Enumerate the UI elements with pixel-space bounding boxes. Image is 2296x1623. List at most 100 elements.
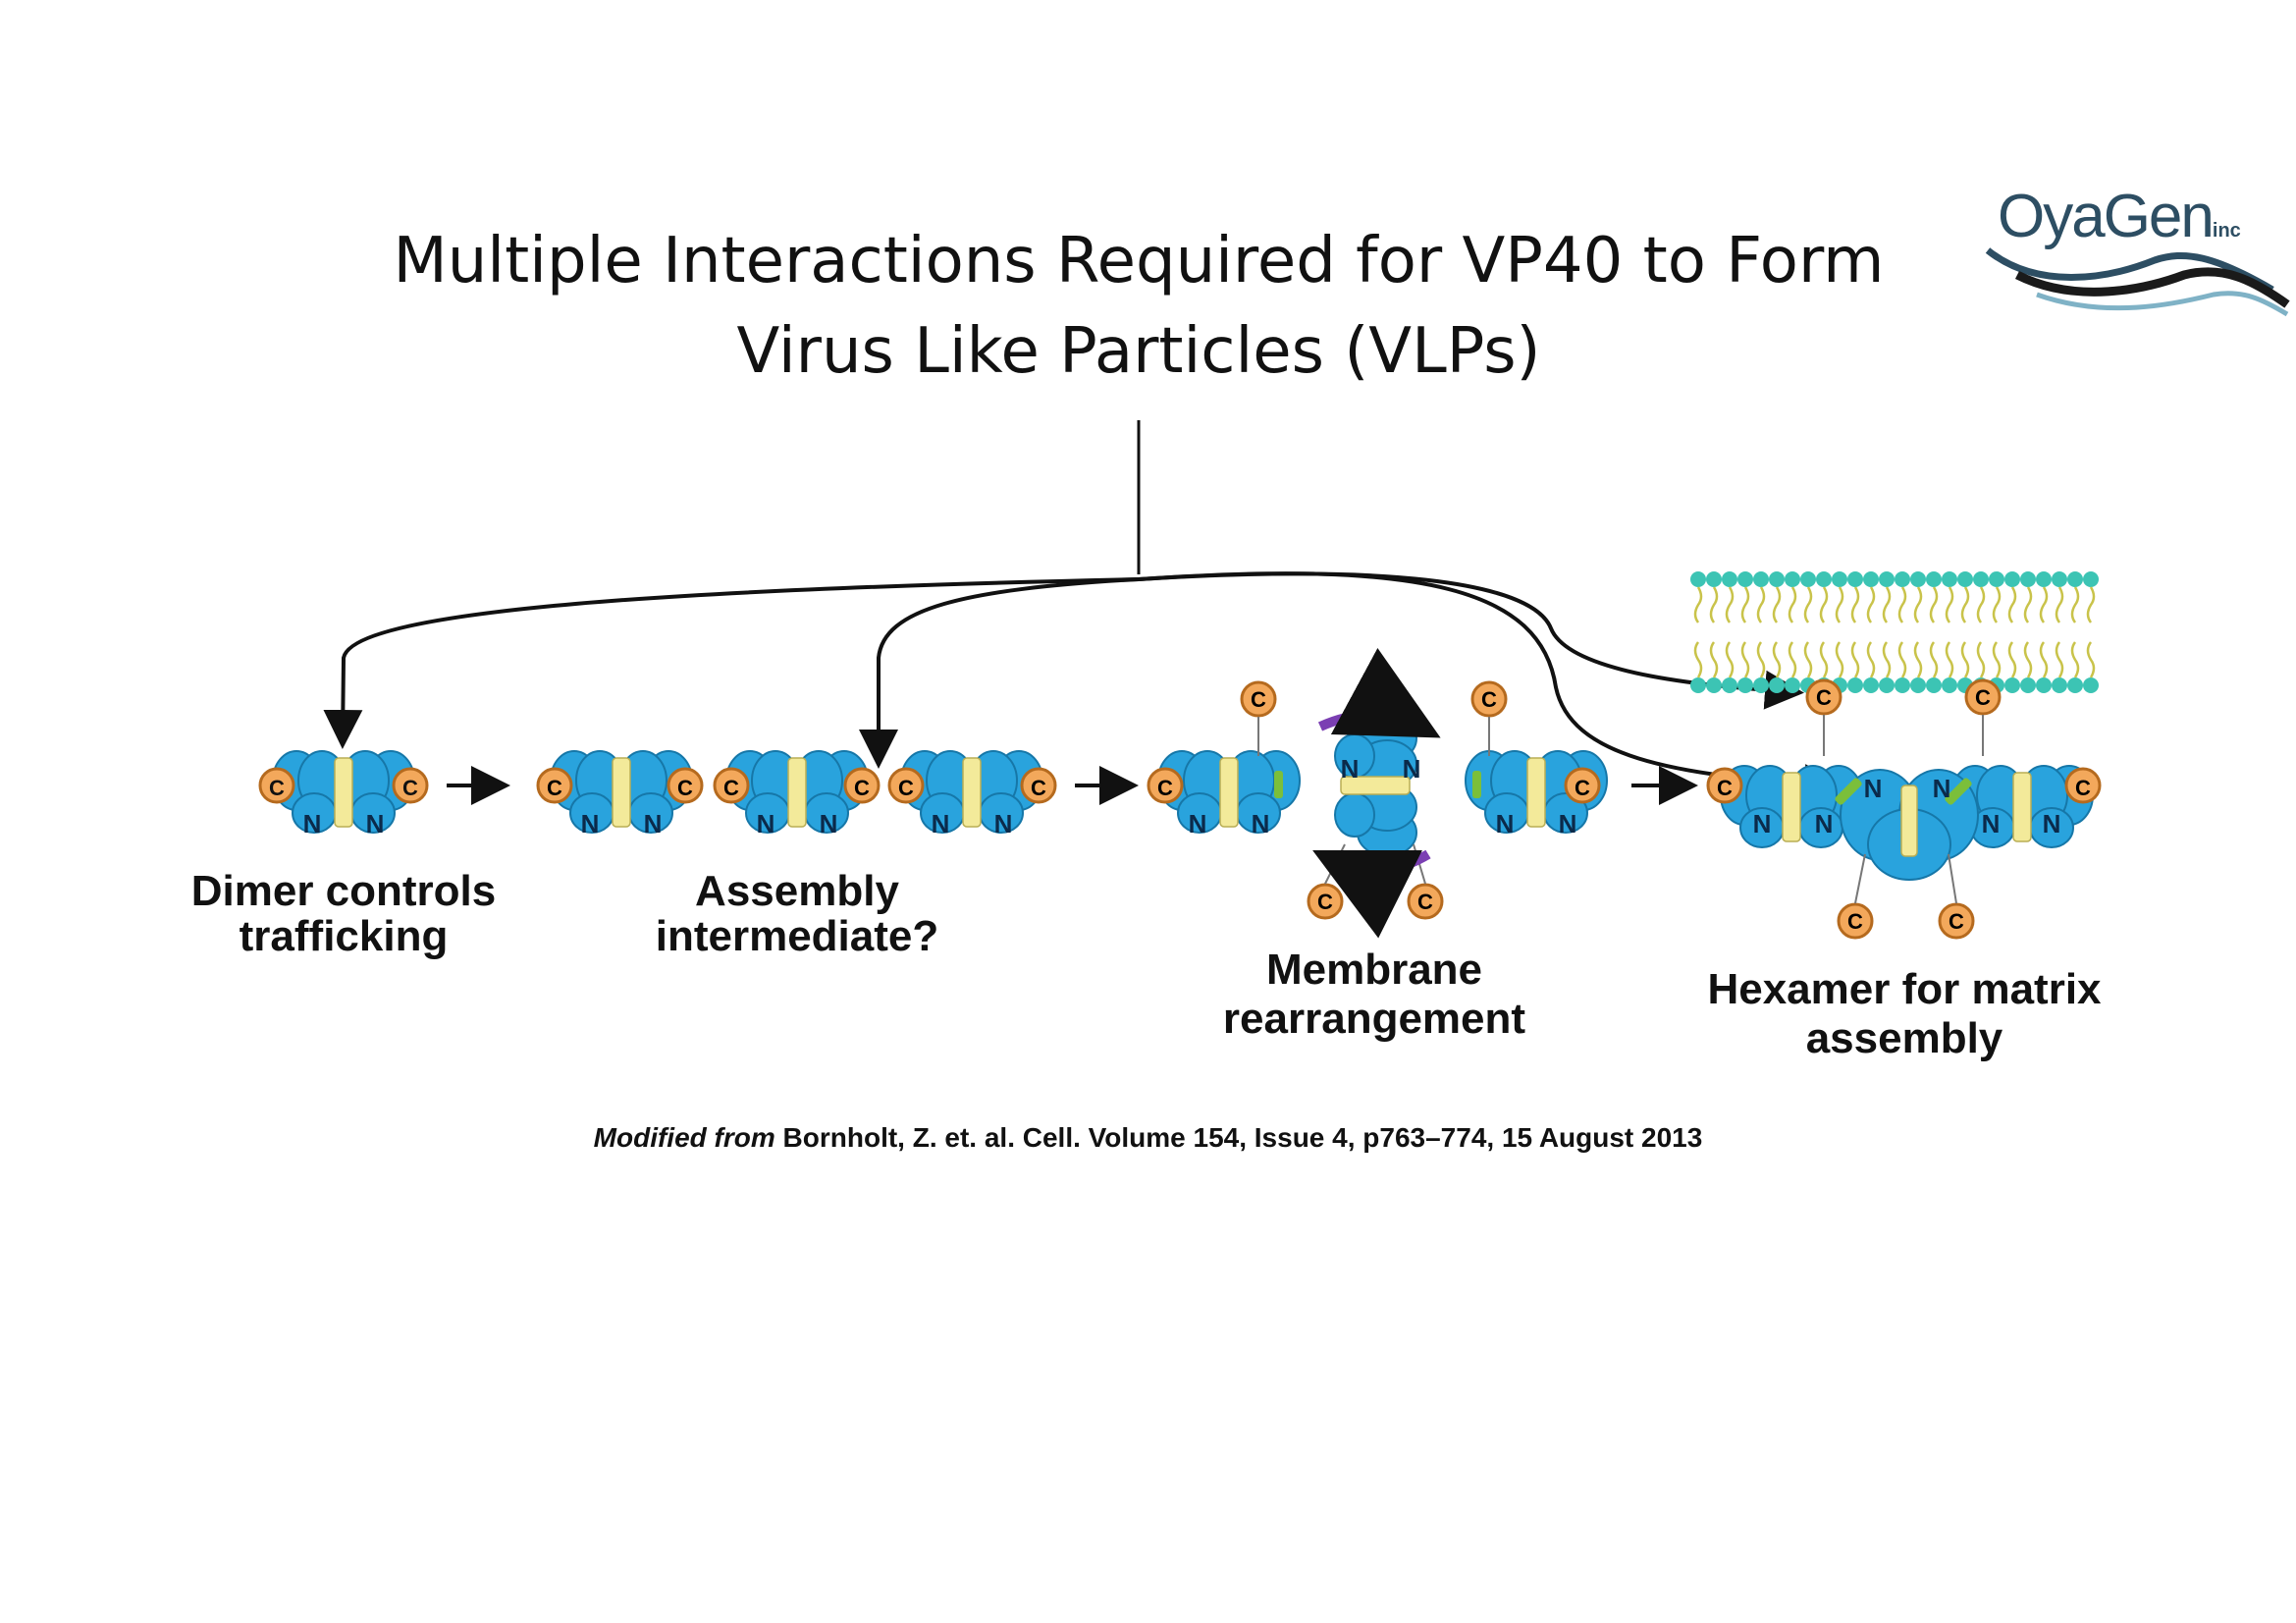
- lipid-head: [2067, 677, 2083, 693]
- lipid-head: [1989, 571, 2004, 587]
- lipid-head: [1690, 677, 1706, 693]
- lipid-head: [1879, 677, 1895, 693]
- lipid-head: [1895, 677, 1910, 693]
- lipid-tail: [1866, 586, 1876, 623]
- lipid-tail: [1835, 641, 1844, 678]
- stage-membrane-rearrangement: C C C C C C N N N N N N: [1147, 648, 1608, 939]
- lipid-tail: [2070, 586, 2080, 623]
- stage-2-label-line-1: Assembly: [695, 867, 899, 915]
- c-label: C: [1481, 687, 1497, 712]
- lipid-head: [1957, 571, 1973, 587]
- lipid-head: [1847, 677, 1863, 693]
- citation-prefix: Modified from: [593, 1122, 775, 1153]
- lipid-tail: [1740, 586, 1750, 623]
- lipid-head: [1863, 571, 1879, 587]
- lipid-head: [1926, 677, 1942, 693]
- c-label: C: [677, 776, 693, 800]
- oyagen-logo: OyaGeninc: [1978, 182, 2292, 329]
- lipid-head: [1895, 571, 1910, 587]
- lipid-head: [2083, 677, 2099, 693]
- logo-suffix: inc: [2212, 220, 2241, 242]
- lipid-tail: [1725, 586, 1735, 623]
- c-label: C: [1251, 687, 1266, 712]
- lipid-tail: [1693, 641, 1703, 678]
- lipid-tail: [1929, 641, 1939, 678]
- lipid-head: [2052, 571, 2067, 587]
- lipid-tail: [2039, 586, 2049, 623]
- lipid-tail: [1882, 586, 1892, 623]
- n-label: N: [581, 809, 600, 839]
- n-label: N: [1341, 754, 1360, 784]
- lipid-head: [1863, 677, 1879, 693]
- c-label: C: [547, 776, 562, 800]
- lipid-tail: [1756, 641, 1766, 678]
- title-line-2: Virus Like Particles (VLPs): [736, 315, 1541, 388]
- lipid-tail: [2039, 641, 2049, 678]
- stage-4-label-line-2: assembly: [1806, 1014, 2003, 1062]
- c-label: C: [1975, 685, 1991, 710]
- lipid-head: [1910, 677, 1926, 693]
- c-label: C: [1417, 890, 1433, 914]
- lipid-tail: [1803, 641, 1813, 678]
- lipid-head: [1769, 571, 1785, 587]
- stage-hexamer: C C C C C C N N N N N N: [1706, 678, 2102, 940]
- lipid-tail: [1913, 641, 1923, 678]
- n-label: N: [1496, 809, 1515, 839]
- n-label: N: [1189, 809, 1207, 839]
- n-label: N: [1933, 774, 1951, 803]
- lipid-head: [1706, 571, 1722, 587]
- stage-dimer: C C N N: [258, 750, 429, 839]
- stage-1-label-line-2: trafficking: [240, 912, 449, 960]
- lipid-tail: [2055, 641, 2064, 678]
- lipid-head: [1785, 571, 1800, 587]
- lipid-head: [1879, 571, 1895, 587]
- lipid-tail: [1788, 641, 1797, 678]
- lipid-head: [1942, 571, 1957, 587]
- lipid-head: [2020, 677, 2036, 693]
- lipid-tail: [2086, 586, 2096, 623]
- lipid-tail: [1819, 586, 1829, 623]
- lipid-head: [1832, 571, 1847, 587]
- lipid-tail: [1945, 586, 1954, 623]
- title-line-1: Multiple Interactions Required for VP40 …: [393, 225, 1885, 298]
- lipid-tail: [1897, 586, 1907, 623]
- citation-text: Bornholt, Z. et. al. Cell. Volume 154, I…: [782, 1122, 1703, 1153]
- citation: Modified from Bornholt, Z. et. al. Cell.…: [0, 1122, 2296, 1154]
- c-label: C: [723, 776, 739, 800]
- rotation-arrow-icon: [1317, 648, 1441, 738]
- lipid-head: [1753, 677, 1769, 693]
- lipid-head: [1800, 571, 1816, 587]
- lipid-head: [1926, 571, 1942, 587]
- stage-4-label-line-1: Hexamer for matrix: [1707, 965, 2102, 1013]
- lipid-tail: [2023, 641, 2033, 678]
- lipid-tail: [1976, 641, 1986, 678]
- lipid-head: [1973, 571, 1989, 587]
- c-label: C: [1717, 776, 1733, 800]
- lipid-head: [1785, 677, 1800, 693]
- n-label: N: [366, 809, 385, 839]
- lipid-head: [2004, 677, 2020, 693]
- connector-lines: [323, 420, 1843, 804]
- page-title: Multiple Interactions Required for VP40 …: [294, 216, 1983, 397]
- lipid-tail: [1992, 641, 2002, 678]
- lipid-tail: [1882, 641, 1892, 678]
- c-label: C: [2075, 776, 2091, 800]
- c-label: C: [269, 776, 285, 800]
- lipid-tail: [1709, 641, 1719, 678]
- lipid-head: [1722, 677, 1737, 693]
- lipid-tail: [2007, 641, 2017, 678]
- lipid-head: [1737, 571, 1753, 587]
- lipid-tail: [1960, 641, 1970, 678]
- n-label: N: [1815, 809, 1834, 839]
- c-label: C: [1317, 890, 1333, 914]
- lipid-tail: [2055, 586, 2064, 623]
- lipid-tail: [1835, 586, 1844, 623]
- lipid-tail: [1976, 586, 1986, 623]
- lipid-tail: [2023, 586, 2033, 623]
- n-label: N: [932, 809, 950, 839]
- n-label: N: [820, 809, 838, 839]
- lipid-head: [1737, 677, 1753, 693]
- n-label: N: [1252, 809, 1270, 839]
- lipid-tail: [1772, 586, 1782, 623]
